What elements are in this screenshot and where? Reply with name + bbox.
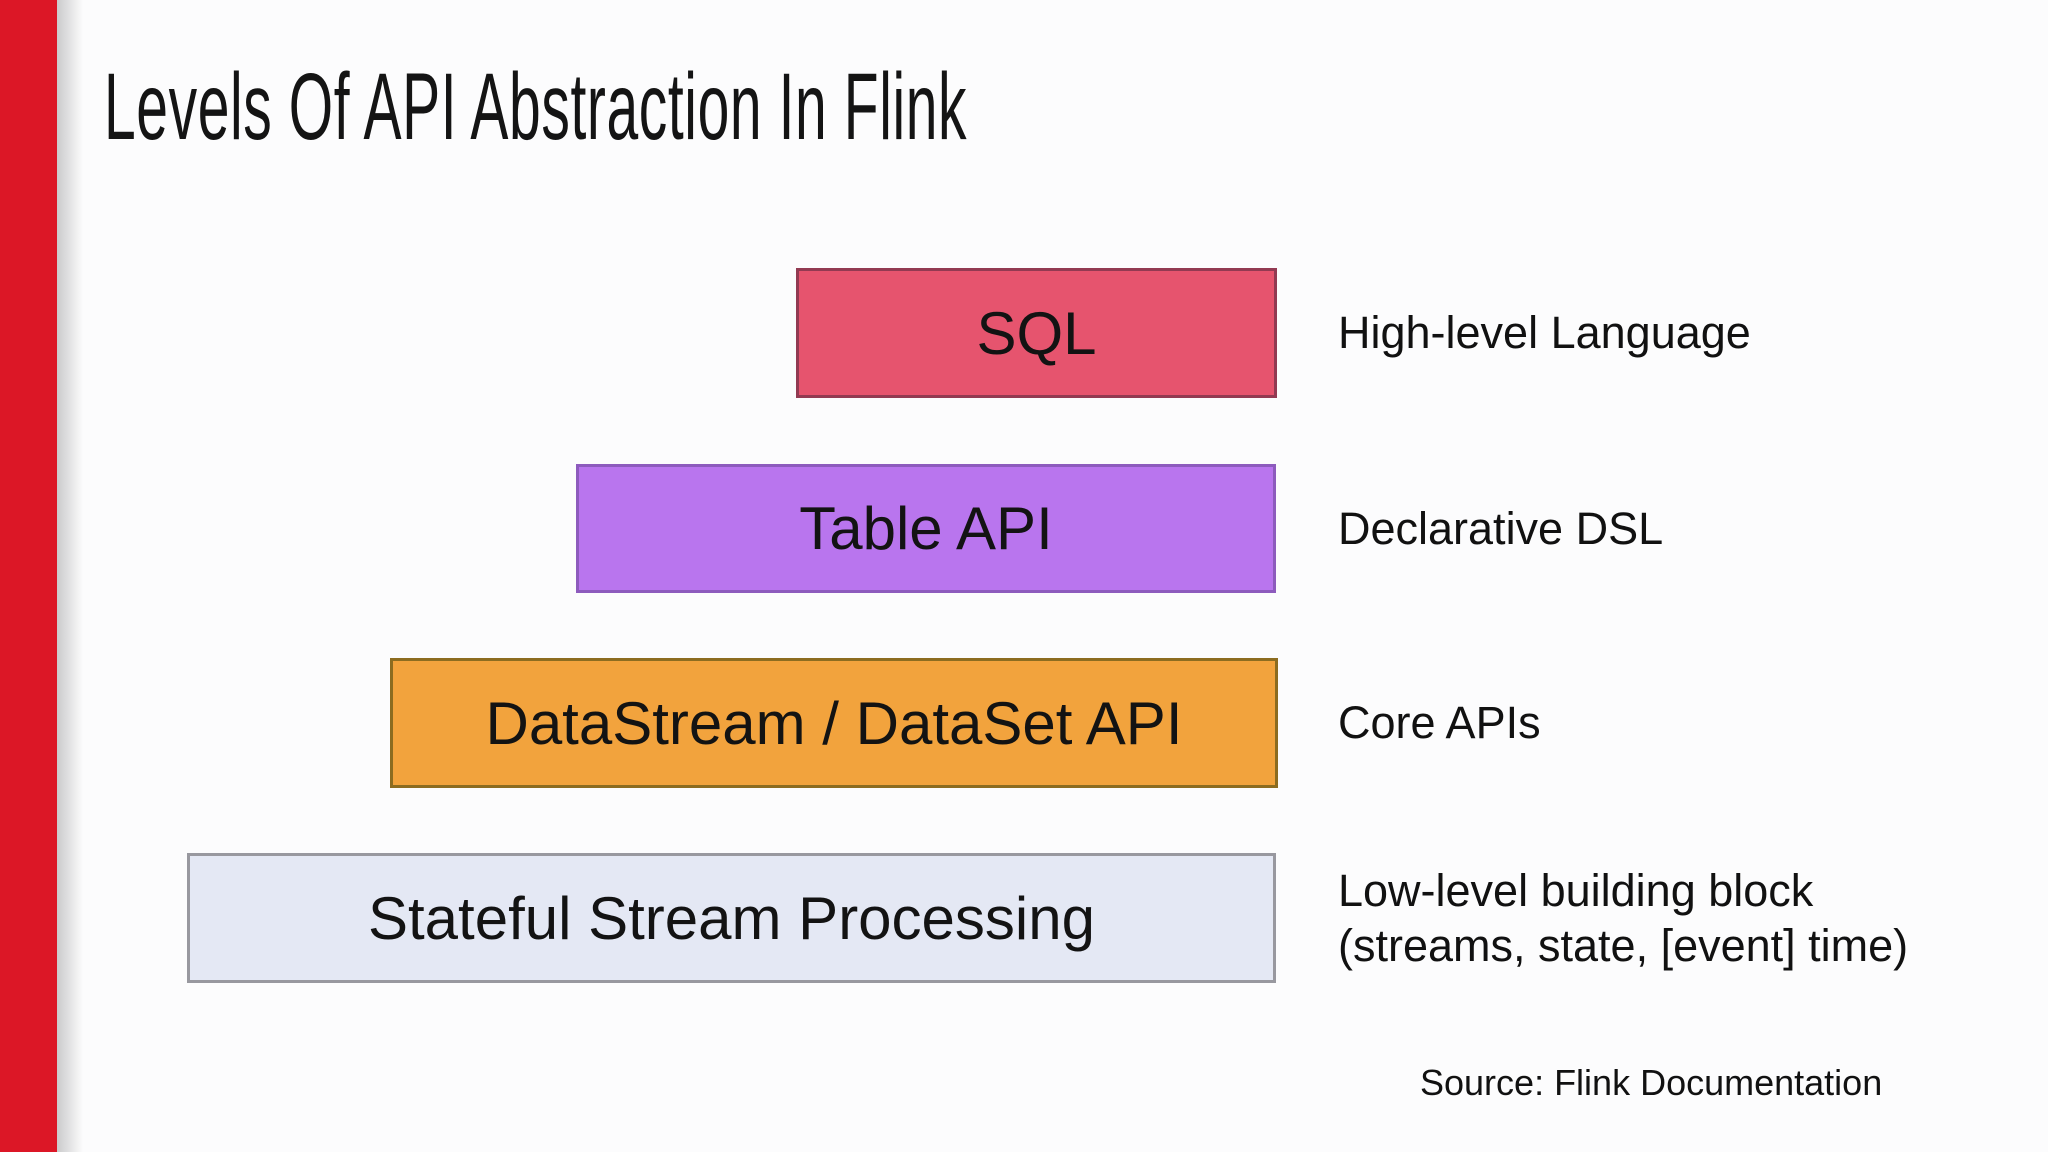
accent-bar-shadow	[57, 0, 83, 1152]
level-annotation-sql: High-level Language	[1338, 307, 1751, 359]
left-accent-bar	[0, 0, 57, 1152]
level-box-label: Stateful Stream Processing	[367, 884, 1095, 952]
level-box-label: SQL	[976, 299, 1097, 367]
level-annotation-table-api: Declarative DSL	[1338, 502, 1664, 554]
source-credit: Source: Flink Documentation	[1420, 1062, 1883, 1103]
level-box-datastream-dataset-api: DataStream / DataSet API	[390, 658, 1278, 788]
level-box-sql: SQL	[796, 268, 1277, 398]
slide-title: Levels Of API Abstraction In Flink	[104, 54, 968, 160]
level-box-stateful-stream-processing: Stateful Stream Processing	[187, 853, 1276, 983]
level-box-label: Table API	[799, 495, 1053, 562]
level-box-table-api: Table API	[576, 464, 1276, 593]
level-annotation-core-apis: Core APIs	[1338, 697, 1541, 749]
level-box-label: DataStream / DataSet API	[485, 689, 1183, 757]
level-annotation-low-level: Low-level building block (streams, state…	[1338, 864, 1909, 971]
